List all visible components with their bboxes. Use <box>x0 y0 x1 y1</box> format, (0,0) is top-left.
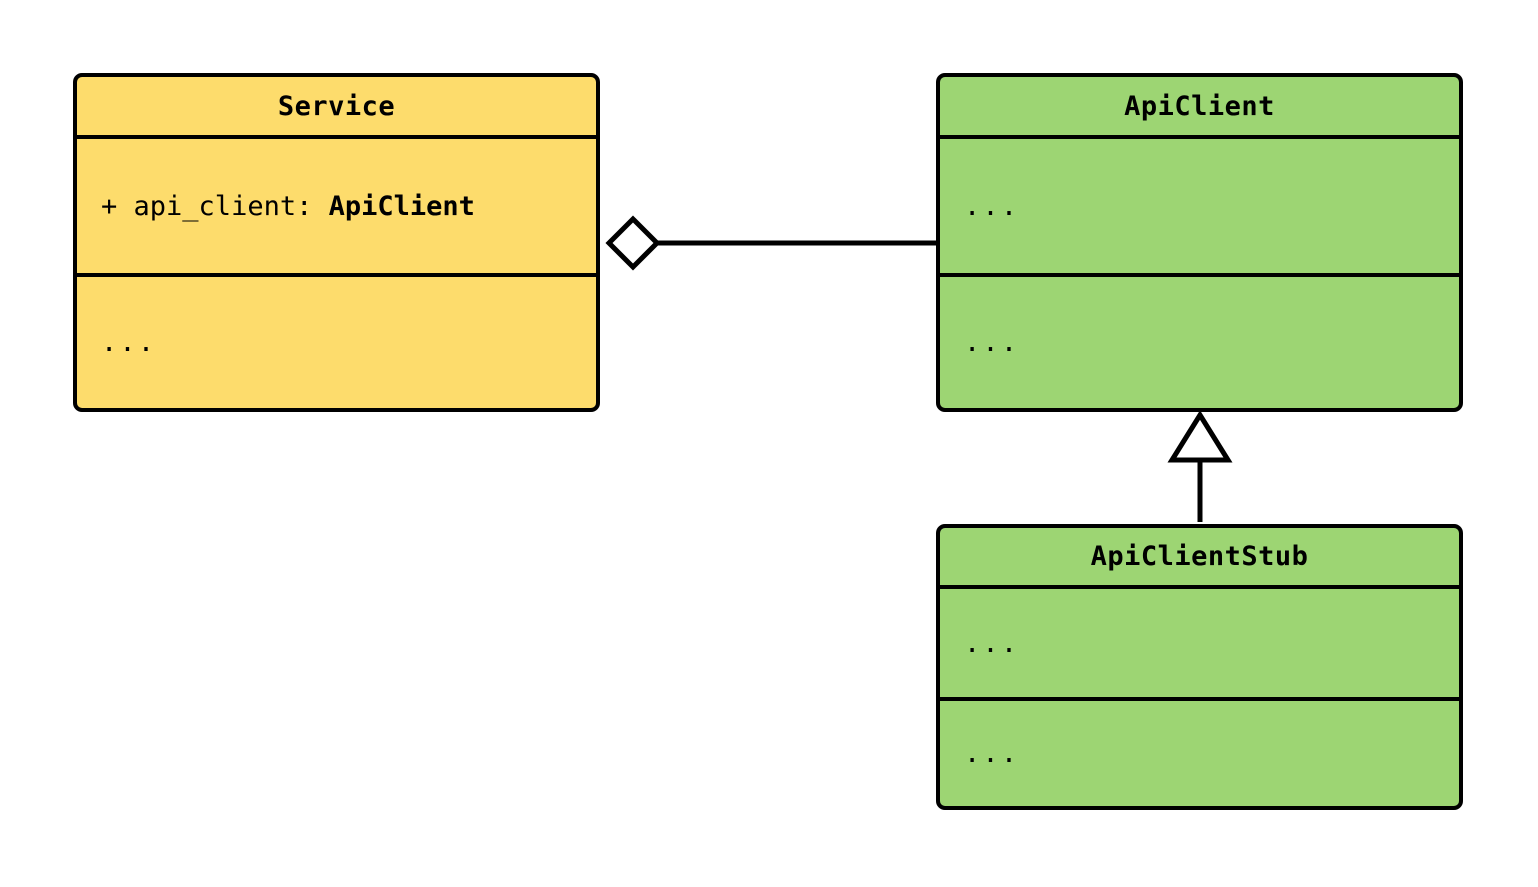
aggregation-relation-service-apiclient[interactable] <box>605 215 938 271</box>
hollow-triangle-icon <box>1167 410 1233 463</box>
class-attributes-apiclientstub: ... <box>940 589 1459 701</box>
class-attributes-service: + api_client: ApiClient <box>77 139 596 277</box>
class-methods-service: ... <box>101 327 157 358</box>
class-title-service: Service <box>77 77 596 139</box>
class-title-apiclient: ApiClient <box>940 77 1459 139</box>
class-box-apiclientstub[interactable]: ApiClientStub ... ... <box>936 524 1463 810</box>
attribute-field-name: api_client: <box>133 190 313 222</box>
class-attributes-apiclient: ... <box>940 139 1459 277</box>
inheritance-relation-apiclientstub-apiclient[interactable] <box>1167 410 1233 522</box>
class-box-apiclient[interactable]: ApiClient ... ... <box>936 73 1463 412</box>
class-methods-apiclient: ... <box>964 327 1020 358</box>
class-methods-apiclientstub: ... <box>964 738 1020 769</box>
class-title-apiclientstub: ApiClientStub <box>940 528 1459 589</box>
hollow-diamond-icon <box>605 215 661 271</box>
attribute-spacer <box>117 191 133 222</box>
attribute-type-apiclient: ApiClient <box>328 190 475 222</box>
attribute-spacer-2 <box>312 191 328 222</box>
class-box-service[interactable]: Service + api_client: ApiClient ... <box>73 73 600 412</box>
attribute-visibility: + <box>101 190 118 222</box>
